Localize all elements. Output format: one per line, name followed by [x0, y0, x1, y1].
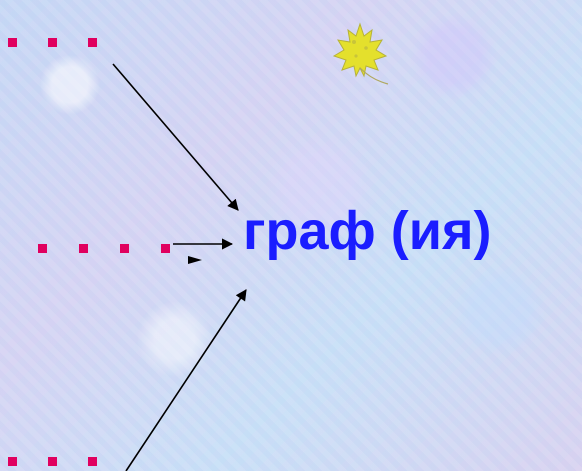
maple-leaf-icon: [326, 18, 394, 86]
dot: [8, 38, 17, 47]
arrow-bottom: [125, 289, 247, 471]
placeholder-dots-middle: [38, 244, 170, 253]
placeholder-dots-top: [8, 38, 97, 47]
dot: [79, 244, 88, 253]
dot: [8, 457, 17, 466]
dot: [88, 457, 97, 466]
dot: [48, 38, 57, 47]
dot: [120, 244, 129, 253]
arrow-top: [112, 63, 239, 211]
dot: [38, 244, 47, 253]
main-word: граф (ия): [243, 201, 492, 261]
small-arrowhead: [188, 256, 202, 264]
dot: [161, 244, 170, 253]
dot: [88, 38, 97, 47]
placeholder-dots-bottom: [8, 457, 97, 466]
dot: [48, 457, 57, 466]
